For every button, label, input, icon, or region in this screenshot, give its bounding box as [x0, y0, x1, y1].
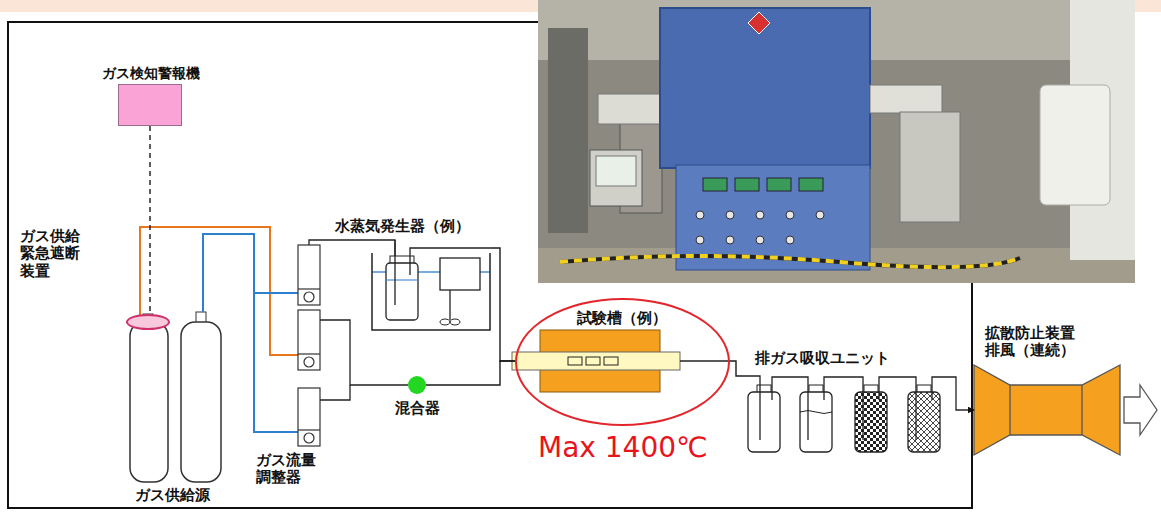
exhaust-line [960, 409, 974, 410]
bottle [386, 263, 418, 320]
outflow-arrow [1124, 385, 1157, 435]
bottle [855, 392, 887, 452]
signal-line [149, 126, 150, 314]
tube [394, 240, 395, 305]
absorption-bottles [742, 376, 960, 452]
exhaust-fan [974, 365, 1120, 455]
gas-cylinder [181, 322, 221, 482]
photo-monitor [590, 150, 642, 206]
source-label: ガス供給源 [135, 487, 210, 504]
photo-equipment [548, 28, 588, 233]
bottle [908, 392, 940, 452]
furnace-tube [512, 352, 680, 370]
diffusion-device [974, 365, 1157, 455]
gas-pipe [140, 227, 298, 355]
node-label: 混合器 [395, 400, 440, 417]
test-chamber: 試験槽（例） [515, 298, 730, 426]
flow-meter [298, 310, 320, 370]
gas-line [730, 361, 742, 376]
stirrer-blade [450, 319, 460, 325]
node-label: 排ガス吸収ユニット [755, 350, 890, 367]
photo-furnace [660, 8, 870, 168]
gas-line [492, 248, 515, 361]
photo-chain [560, 256, 1020, 267]
shutoff-valve: ガス供給 緊急遮断 装置 [126, 314, 170, 330]
photo-screen [596, 156, 636, 186]
flow-meter [298, 245, 320, 305]
mixer-circle: 混合器 [408, 376, 426, 394]
diffusion-device: 拡散防止装置 排風（連続） [974, 365, 1122, 455]
gas-cylinder [130, 322, 168, 482]
bath-vessel [372, 253, 490, 330]
water-level [800, 411, 832, 414]
stirrer-blade [440, 319, 450, 325]
photo-sign [748, 12, 770, 34]
tube [680, 360, 730, 361]
absorption-unit: 排ガス吸収ユニット [742, 372, 960, 454]
steam-generator: 水蒸気発生器（例） [372, 245, 492, 330]
water-level [386, 279, 418, 280]
gas-cylinders [130, 312, 221, 482]
photo-display [703, 178, 727, 191]
steam-bath [372, 240, 492, 330]
flow-meter [298, 388, 320, 446]
photo-chain [560, 256, 1020, 267]
photo-vessel [900, 112, 960, 222]
regulator-label: ガス流量 調整器 [256, 452, 321, 487]
photo-display [799, 178, 823, 191]
flow-meters [298, 245, 320, 446]
photo-display [735, 178, 759, 191]
node-label: 水蒸気発生器（例） [335, 218, 470, 235]
gas-pipe [203, 234, 298, 432]
photo-tube-end [870, 85, 942, 113]
node-label: 拡散防止装置 排風（連続） [985, 325, 1081, 360]
lab-photo [538, 0, 1135, 283]
furnace [512, 330, 730, 392]
sample [568, 357, 582, 365]
photo-display [767, 178, 791, 191]
gas-line [426, 361, 515, 385]
temperature-note: Max 1400℃ [538, 432, 708, 464]
bottle [800, 392, 832, 452]
stirrer-rod [449, 290, 450, 320]
sample [586, 357, 600, 365]
photo-dials [696, 211, 824, 244]
heater-box [440, 258, 480, 290]
bottle [748, 392, 780, 452]
node-label: 試験槽（例） [577, 310, 667, 327]
sample [604, 357, 618, 365]
gas-pipe [254, 292, 298, 294]
photo-tube-end [598, 94, 664, 124]
node-label: ガス供給 緊急遮断 装置 [20, 228, 83, 280]
photo-ground [538, 0, 1135, 283]
photo-tank [1040, 85, 1110, 205]
node-label: ガス検知警報機 [102, 65, 200, 81]
alarm-box: ガス検知警報機 [118, 84, 182, 126]
